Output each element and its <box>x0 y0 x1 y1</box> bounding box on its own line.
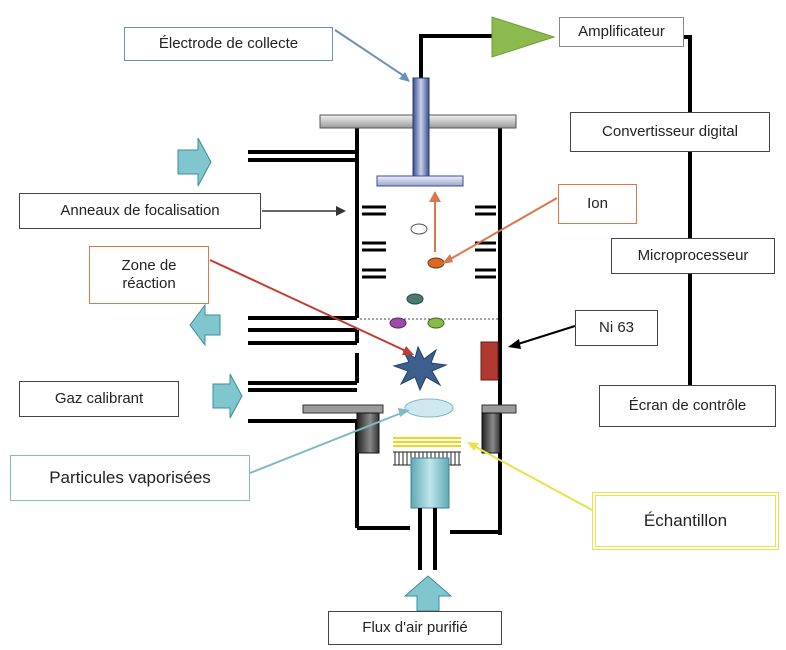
air-nozzle <box>410 457 450 509</box>
heater-shelf-right <box>481 404 517 414</box>
gas-pipes <box>248 150 357 423</box>
ion-drift-arrow <box>429 191 441 252</box>
reaction-callout-head <box>402 346 414 355</box>
particles-callout-head <box>398 408 410 417</box>
label-convertisseur-digital: Convertisseur digital <box>570 112 770 152</box>
air-flow-arrow-icon <box>403 575 453 612</box>
ni63-source <box>480 341 499 381</box>
label-echantillon: Échantillon <box>592 492 779 550</box>
chamber-walls <box>355 128 502 535</box>
electrode-callout-line <box>334 29 408 79</box>
label-zone-de-reaction: Zone de réaction <box>89 246 209 304</box>
label-particules-vaporisees: Particules vaporisées <box>10 455 250 501</box>
label-anneaux-de-focalisation: Anneaux de focalisation <box>19 193 261 229</box>
heater-shelf-left <box>302 404 384 414</box>
rings-callout-head <box>336 206 346 216</box>
particles-callout-line <box>249 411 405 474</box>
sample-callout-line <box>473 445 593 511</box>
label-ion: Ion <box>558 184 637 224</box>
calibrant-arrow-icon <box>212 373 243 419</box>
ionization-spark-icon <box>392 345 448 392</box>
amplifier-icon <box>491 16 556 58</box>
reaction-callout-line <box>209 259 409 353</box>
air-supply-tubes <box>418 508 437 570</box>
label-electrode-de-collecte: Électrode de collecte <box>124 27 333 61</box>
signal-wiring <box>419 34 692 385</box>
sample-strips <box>393 437 461 447</box>
heater-block-left <box>356 412 380 454</box>
ion-callout-head <box>442 254 453 264</box>
collection-electrode <box>412 77 430 179</box>
label-gaz-calibrant: Gaz calibrant <box>19 381 179 417</box>
gas-outlet-arrow-icon <box>189 303 221 347</box>
ion-callout-line <box>446 197 558 262</box>
label-microprocesseur: Microprocesseur <box>611 238 775 274</box>
electrode-callout-head <box>399 72 410 82</box>
ni63-callout-head <box>508 339 521 349</box>
vaporized-particles <box>404 398 454 418</box>
ni63-callout-line <box>517 325 576 345</box>
label-amplificateur: Amplificateur <box>559 17 684 47</box>
focusing-rings <box>362 205 496 279</box>
ions <box>389 223 445 329</box>
heater-block-right <box>481 412 501 454</box>
label-ni63: Ni 63 <box>575 310 658 346</box>
label-ecran-de-controle: Écran de contrôle <box>599 385 776 427</box>
gas-inlet-arrow-icon <box>177 137 212 187</box>
label-flux-air-purifie: Flux d'air purifié <box>328 611 502 645</box>
sample-callout-head <box>467 442 479 451</box>
collection-plate <box>376 175 464 187</box>
